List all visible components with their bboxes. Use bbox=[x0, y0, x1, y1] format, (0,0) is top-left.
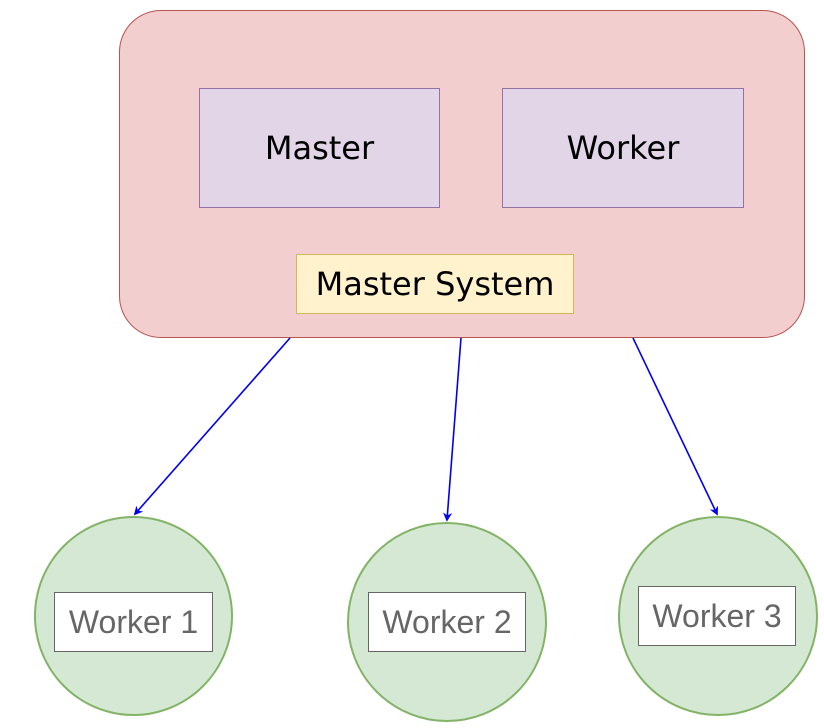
master-component[interactable]: Master bbox=[199, 88, 440, 208]
worker-3-label[interactable]: Worker 3 bbox=[638, 586, 796, 646]
master-component-label: Master bbox=[264, 129, 375, 167]
worker-component[interactable]: Worker bbox=[502, 88, 744, 208]
master-system-label-text: Master System bbox=[315, 265, 555, 303]
master-system-label[interactable]: Master System bbox=[296, 254, 574, 314]
worker-2-label-text: Worker 2 bbox=[382, 603, 512, 640]
worker-3-label-text: Worker 3 bbox=[652, 597, 782, 634]
worker-1-label-text: Worker 1 bbox=[68, 603, 199, 640]
worker-2-label[interactable]: Worker 2 bbox=[368, 592, 526, 652]
worker-component-label: Worker bbox=[566, 129, 680, 167]
arrow-to-worker-2[interactable] bbox=[443, 337, 462, 522]
arrow-to-worker-3[interactable] bbox=[632, 337, 718, 516]
worker-1-label[interactable]: Worker 1 bbox=[54, 592, 213, 652]
arrow-to-worker-1[interactable] bbox=[133, 337, 291, 516]
